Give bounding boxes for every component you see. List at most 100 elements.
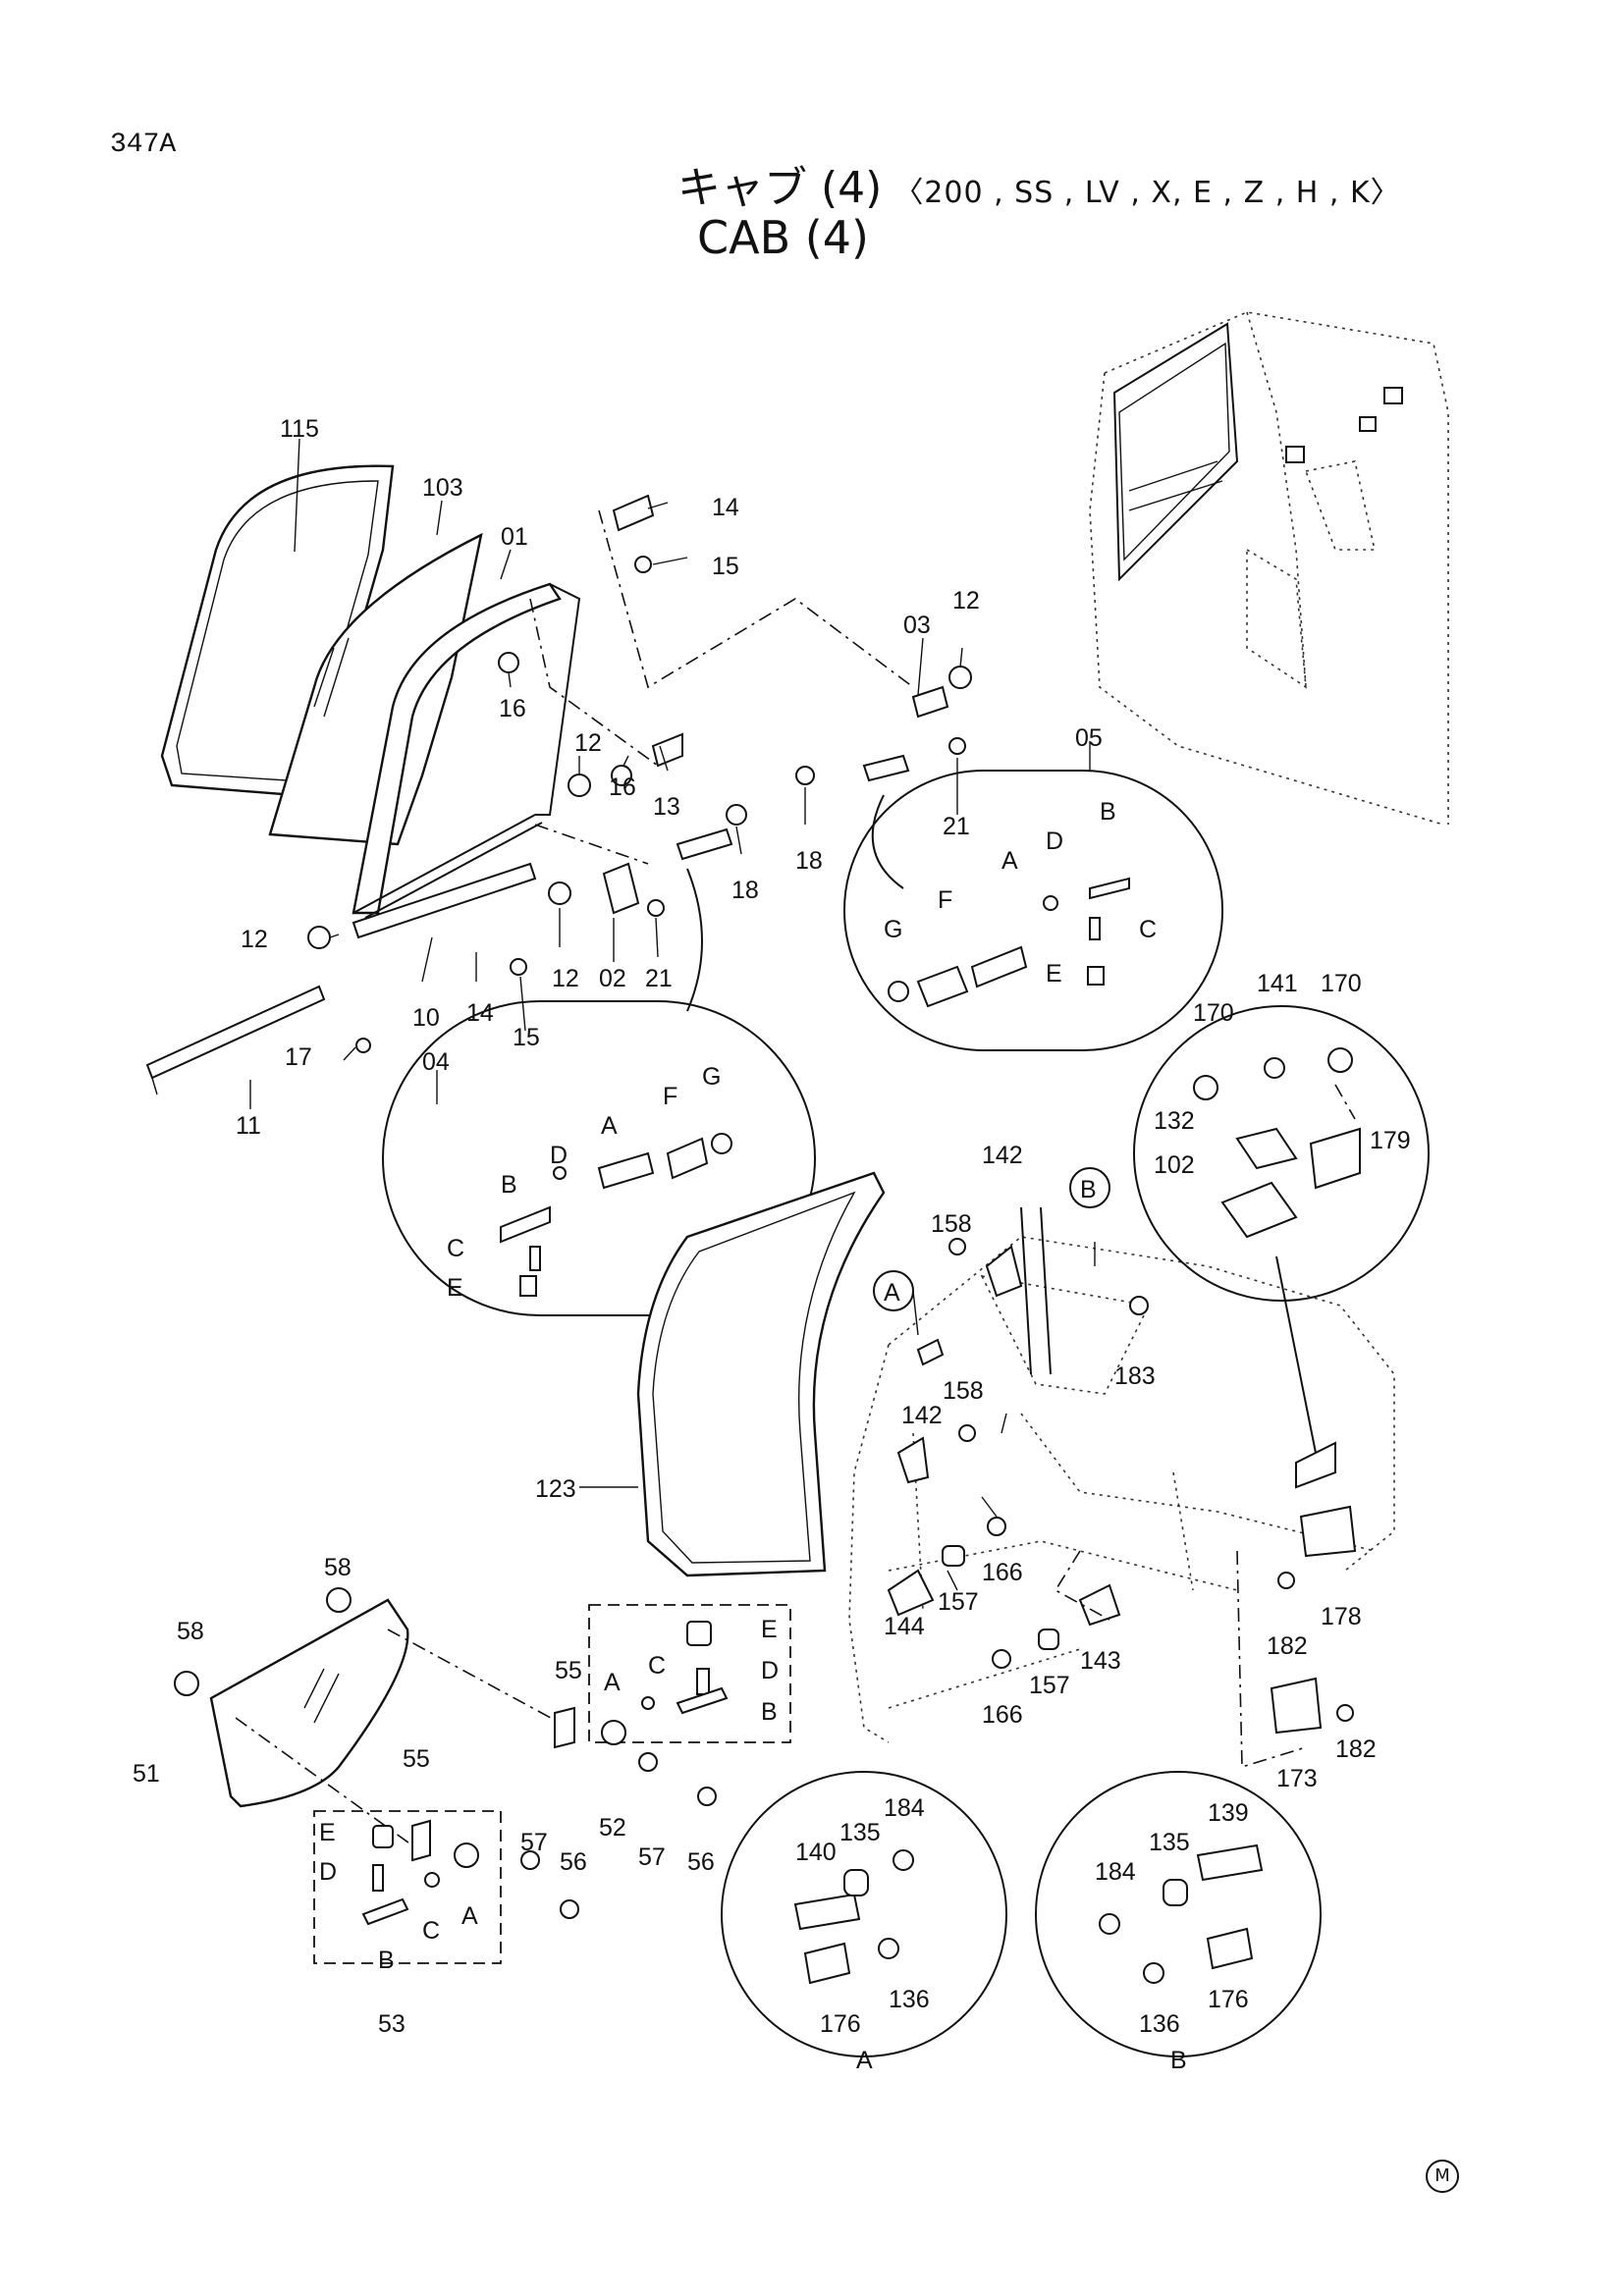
callout-17: 17: [285, 1043, 312, 1071]
callout-184: 184: [1095, 1858, 1136, 1886]
subpart-letters: B D A F G C E G F A D B C E E C D A B E …: [319, 798, 1157, 1974]
callout-173: 173: [1276, 1765, 1318, 1792]
callout-178: 178: [1321, 1603, 1362, 1630]
copyright-mark: M: [1426, 2160, 1459, 2193]
page-id: 347A: [110, 130, 177, 160]
callout-04: 04: [422, 1048, 450, 1076]
callout-12: 12: [952, 587, 980, 614]
callout-182: 182: [1267, 1632, 1308, 1660]
callout-16: 16: [609, 774, 636, 801]
detail-circle-b: [1035, 1771, 1322, 2057]
callout-176: 176: [820, 2010, 861, 2038]
letter-e: E: [761, 1616, 778, 1643]
letter-g: G: [702, 1063, 721, 1091]
callout-57: 57: [638, 1843, 666, 1871]
letter-d: D: [319, 1858, 337, 1886]
letter-e: E: [319, 1819, 336, 1846]
subassembly-05: [843, 741, 1223, 1051]
callout-58: 58: [177, 1618, 204, 1645]
callout-13: 13: [653, 793, 680, 821]
rear-window-hardware: [313, 1604, 791, 1964]
callout-135: 135: [1149, 1829, 1190, 1856]
model-list: 〈200 , SS , LV , X, E , Z , H , K〉: [893, 176, 1401, 210]
subassembly-04: [382, 868, 816, 1316]
callout-157: 157: [1029, 1672, 1070, 1699]
letter-d: D: [550, 1142, 568, 1169]
callout-21: 21: [943, 813, 970, 840]
callout-157: 157: [938, 1588, 979, 1616]
rail-10-11: [145, 862, 537, 1095]
callout-01: 01: [501, 523, 528, 551]
callout-140: 140: [795, 1839, 837, 1866]
callouts: 115 103 01 14 15 16 12 16 13 12 12 02 21…: [133, 415, 1411, 2038]
callout-143: 143: [1080, 1647, 1121, 1675]
detail-refs: B A A B: [856, 1167, 1187, 2074]
letter-b: B: [501, 1171, 517, 1199]
hardware-parts: [307, 494, 972, 1053]
letter-f: F: [938, 886, 952, 914]
callout-170: 170: [1193, 999, 1234, 1027]
letter-c: C: [648, 1652, 666, 1680]
callout-184: 184: [884, 1794, 925, 1822]
callout-11: 11: [236, 1112, 261, 1140]
callout-103: 103: [422, 474, 463, 502]
callout-142: 142: [982, 1142, 1023, 1169]
letter-c: C: [447, 1235, 464, 1262]
letter-d: D: [761, 1657, 779, 1684]
callout-58: 58: [324, 1554, 352, 1581]
callout-102: 102: [1154, 1151, 1195, 1179]
letter-d: D: [1046, 828, 1063, 855]
callout-136: 136: [889, 1986, 930, 2013]
detail-circle-a: [721, 1771, 1007, 2057]
callout-166: 166: [982, 1559, 1023, 1586]
callout-03: 03: [903, 612, 931, 639]
callout-144: 144: [884, 1613, 925, 1640]
callout-51: 51: [133, 1760, 160, 1788]
letter-f: F: [663, 1083, 677, 1110]
title-japanese: キャブ (4)〈200 , SS , LV , X, E , Z , H , K…: [677, 152, 1401, 215]
callout-12: 12: [552, 965, 579, 992]
callout-57: 57: [520, 1829, 548, 1856]
letter-a: A: [601, 1112, 618, 1140]
callout-132: 132: [1154, 1107, 1195, 1135]
detail-a-label: A: [856, 2047, 873, 2074]
callout-142: 142: [901, 1402, 943, 1429]
callout-16: 16: [499, 695, 526, 722]
callout-15: 15: [513, 1024, 540, 1051]
callout-158: 158: [943, 1377, 984, 1405]
detail-circle-hinge: [1133, 1005, 1430, 1454]
cab-body: [848, 1206, 1395, 1743]
callout-12: 12: [241, 926, 268, 953]
callout-166: 166: [982, 1701, 1023, 1729]
window-seal-115: [160, 464, 395, 797]
callout-18: 18: [731, 877, 759, 904]
letter-a: A: [1001, 847, 1018, 875]
callout-182: 182: [1335, 1735, 1377, 1763]
callout-170: 170: [1321, 970, 1362, 997]
callout-179: 179: [1370, 1127, 1411, 1154]
ref-a-bubble: A: [884, 1279, 900, 1307]
callout-10: 10: [412, 1004, 440, 1032]
leader-lines-frame: [249, 438, 963, 1109]
letter-g: G: [884, 916, 902, 943]
callout-136: 136: [1139, 2010, 1180, 2038]
letter-c: C: [1139, 916, 1157, 943]
letter-c: C: [422, 1917, 440, 1945]
callout-141: 141: [1257, 970, 1298, 997]
callout-139: 139: [1208, 1799, 1249, 1827]
detail-b-label: B: [1170, 2047, 1187, 2074]
cab-location-icon: [1089, 311, 1449, 826]
callout-123: 123: [535, 1475, 576, 1503]
letter-a: A: [604, 1669, 621, 1696]
callout-12: 12: [574, 729, 602, 757]
callout-183: 183: [1114, 1362, 1156, 1390]
callout-21: 21: [645, 965, 673, 992]
callout-56: 56: [687, 1848, 715, 1876]
letter-e: E: [1046, 960, 1062, 988]
callout-176: 176: [1208, 1986, 1249, 2013]
callout-05: 05: [1075, 724, 1103, 752]
callout-18: 18: [795, 847, 823, 875]
callout-55: 55: [555, 1657, 582, 1684]
letter-b: B: [378, 1947, 395, 1974]
